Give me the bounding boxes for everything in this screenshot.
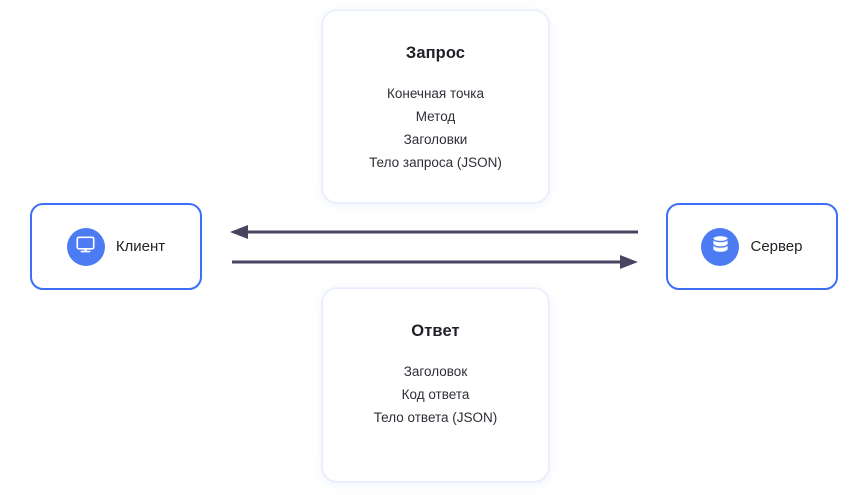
monitor-icon — [75, 234, 96, 260]
request-card: Запрос Конечная точка Метод Заголовки Те… — [322, 10, 549, 203]
response-line-header: Заголовок — [403, 364, 468, 379]
request-card-title: Запрос — [405, 44, 466, 62]
client-node: Клиент — [30, 203, 202, 290]
request-card-lines: Конечная точка Метод Заголовки Тело запр… — [323, 82, 548, 174]
server-node-content: Сервер — [701, 227, 803, 266]
client-icon-badge — [66, 227, 105, 266]
database-icon — [710, 234, 731, 260]
response-card-lines: Заголовок Код ответа Тело ответа (JSON) — [323, 360, 548, 429]
server-icon-badge — [701, 227, 740, 266]
response-card-title: Ответ — [411, 322, 460, 340]
request-line-endpoint: Конечная точка — [387, 86, 484, 101]
client-node-label: Клиент — [115, 238, 166, 255]
request-line-method: Метод — [415, 109, 456, 124]
server-node-label: Сервер — [750, 238, 803, 255]
request-line-headers: Заголовки — [403, 132, 468, 147]
response-card: Ответ Заголовок Код ответа Тело ответа (… — [322, 288, 549, 482]
response-line-status-code: Код ответа — [401, 387, 470, 402]
response-line-body: Тело ответа (JSON) — [373, 410, 498, 425]
client-node-content: Клиент — [66, 227, 166, 266]
response-arrow — [230, 225, 638, 239]
request-line-body: Тело запроса (JSON) — [369, 155, 502, 170]
server-node: Сервер — [666, 203, 838, 290]
request-arrow — [232, 255, 638, 269]
